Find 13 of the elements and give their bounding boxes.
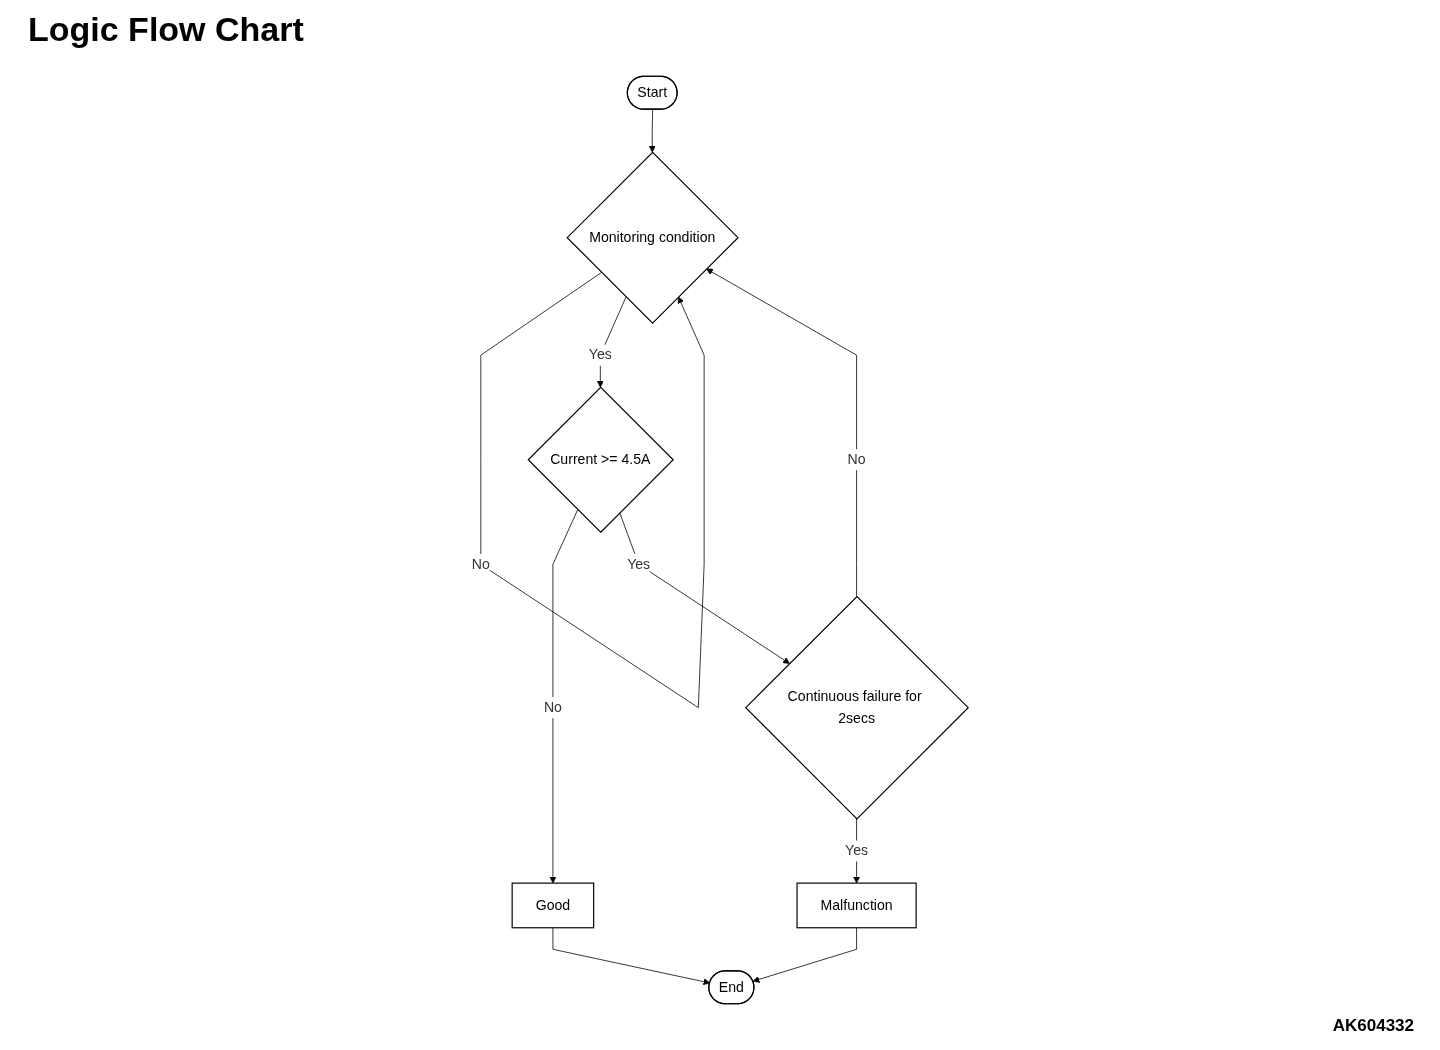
figure-code: AK604332 [1332, 1016, 1414, 1035]
node-diamond: Monitoring condition [566, 151, 739, 324]
node-diamond: Current >= 4.5A [527, 386, 674, 534]
edge-label: No [471, 556, 490, 572]
edge-label: Yes [588, 346, 612, 363]
node-diamond: Continuous failure for 2secs [744, 595, 970, 820]
node-box: Good [511, 882, 595, 929]
edge-label: Yes [627, 556, 651, 572]
node-box: Malfunction [796, 882, 917, 929]
chart-title: Logic Flow Chart [28, 10, 304, 49]
edge-label: No [543, 699, 562, 716]
edge-label: Yes [845, 842, 869, 859]
edge-label: No [847, 451, 866, 468]
